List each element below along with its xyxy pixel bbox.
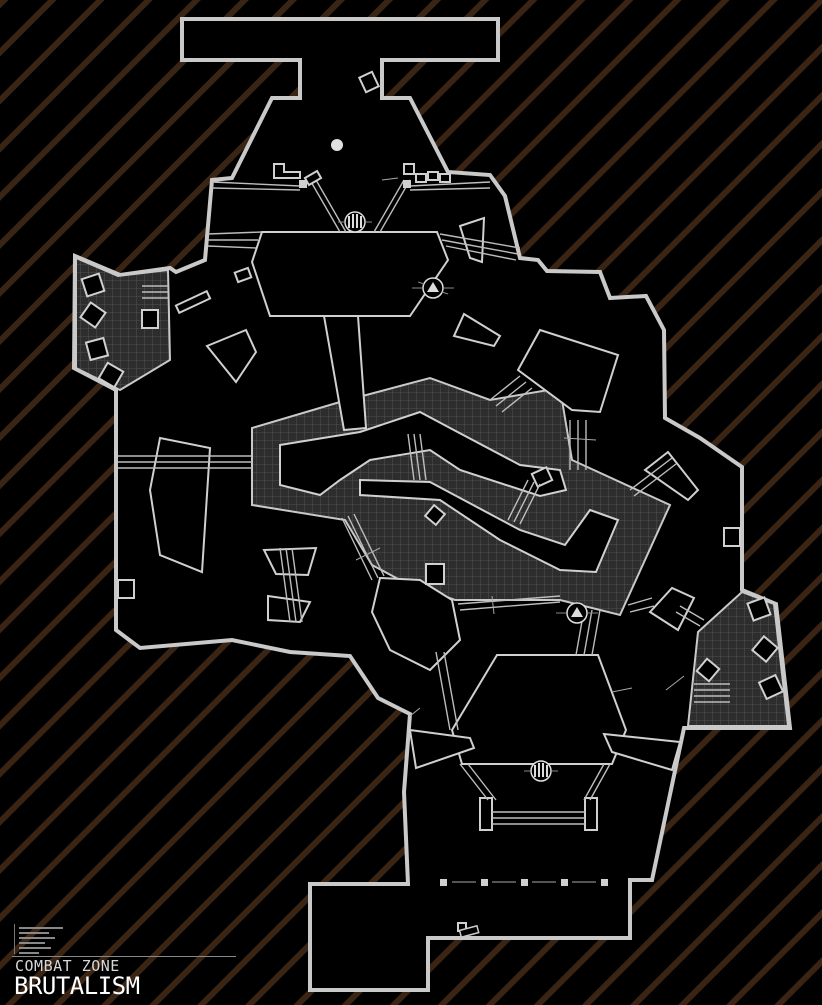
small-object-icon bbox=[458, 924, 480, 939]
spawn-marker-icon bbox=[524, 760, 558, 782]
obstacle-a bbox=[205, 328, 258, 384]
objective-marker-icon bbox=[556, 602, 598, 624]
crate-2 bbox=[79, 301, 107, 329]
crate-1 bbox=[80, 272, 106, 298]
spawn-marker-icon bbox=[338, 211, 372, 233]
crate-16 bbox=[357, 70, 381, 94]
zone-label: COMBAT ZONE bbox=[15, 957, 120, 975]
crate-8 bbox=[425, 563, 445, 585]
center-hole-2 bbox=[359, 478, 620, 574]
title-divider bbox=[12, 956, 236, 957]
crate-9 bbox=[423, 503, 447, 527]
crate-4 bbox=[97, 361, 125, 389]
obstacle-f bbox=[643, 450, 700, 502]
obstacle-c bbox=[516, 328, 620, 414]
center-corridor bbox=[322, 315, 368, 432]
crate-7 bbox=[723, 527, 741, 547]
top-platform bbox=[250, 231, 450, 317]
title-mini-legend bbox=[14, 924, 67, 954]
bottom-platform bbox=[450, 654, 628, 765]
crate-3 bbox=[84, 336, 110, 362]
obstacle-d bbox=[148, 436, 212, 574]
crate-6 bbox=[117, 579, 135, 599]
crate-5 bbox=[141, 309, 159, 329]
stair-lines bbox=[118, 179, 730, 825]
crate-10 bbox=[530, 465, 554, 489]
annotation-ticks bbox=[355, 177, 685, 717]
door-markers bbox=[299, 180, 608, 886]
spawn-dot bbox=[331, 139, 343, 151]
obstacle-h bbox=[262, 546, 318, 577]
center-hole-1 bbox=[279, 410, 568, 498]
crate-14 bbox=[695, 657, 721, 683]
map-name: BRUTALISM bbox=[14, 972, 140, 1000]
crate-13 bbox=[757, 673, 785, 701]
obstacle-m bbox=[479, 797, 493, 831]
crate-12 bbox=[750, 634, 780, 664]
obstacle-k bbox=[602, 732, 682, 772]
crate-11 bbox=[746, 596, 772, 622]
obstacle-b bbox=[452, 312, 502, 348]
crate-15 bbox=[233, 266, 253, 284]
obstacle-g bbox=[648, 586, 696, 632]
obstacle-n bbox=[584, 797, 598, 831]
objective-marker-icon bbox=[412, 277, 454, 299]
top-props bbox=[174, 163, 451, 315]
obstacle-j bbox=[408, 728, 476, 770]
